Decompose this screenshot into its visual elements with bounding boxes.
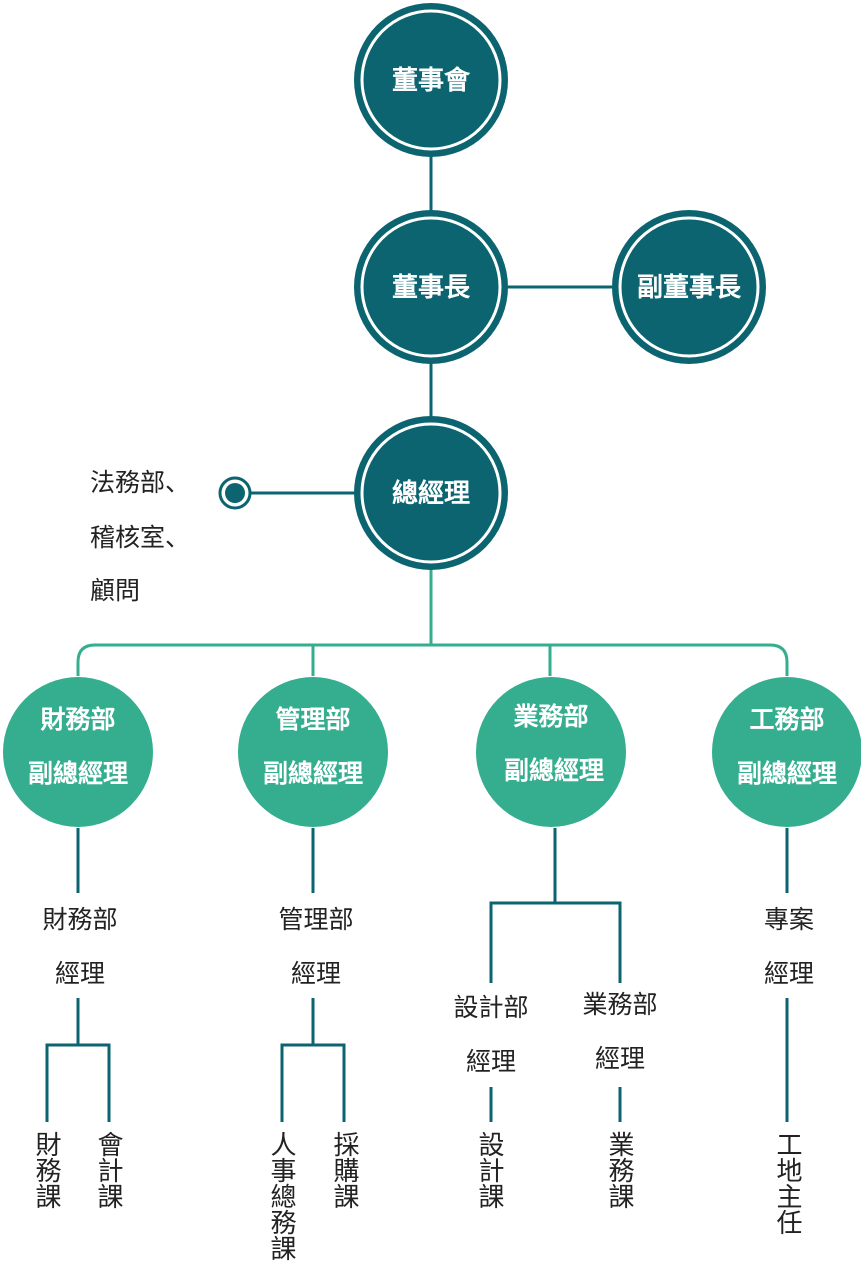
section-design: 設計課 bbox=[474, 1131, 504, 1209]
dept-admin-line1: 管理部 bbox=[275, 705, 350, 734]
dept-sales-line1: 業務部 bbox=[513, 702, 588, 731]
mgr-design-line2: 經理 bbox=[466, 1047, 516, 1076]
dept-engineering-line1: 工務部 bbox=[749, 705, 824, 734]
section-accounting: 會計課 bbox=[93, 1131, 123, 1209]
mgr-sales-line2: 經理 bbox=[595, 1044, 645, 1073]
section-site-supervisor: 工地主任 bbox=[772, 1131, 802, 1235]
connector-admin-sections-right bbox=[313, 1043, 346, 1122]
gm-label: 總經理 bbox=[392, 478, 470, 509]
dept-admin-line2: 副總經理 bbox=[263, 759, 363, 788]
connector-sales-mgrs bbox=[489, 828, 557, 983]
side-label-audit: 稽核室、 bbox=[90, 523, 190, 552]
mgr-finance-line1: 財務部 bbox=[42, 905, 117, 934]
connector-finance-sections-right bbox=[78, 1043, 111, 1122]
chairman-label: 董事長 bbox=[392, 273, 471, 303]
dept-engineering-node: 工務部 副總經理 bbox=[712, 677, 861, 827]
board-node: 董事會 bbox=[354, 3, 508, 157]
section-finance: 財務課 bbox=[31, 1131, 61, 1209]
side-node-dot bbox=[218, 476, 252, 510]
connector-sales-mgr-right bbox=[555, 901, 622, 983]
mgr-project-line2: 經理 bbox=[764, 959, 814, 988]
chairman-node: 董事長 bbox=[354, 210, 508, 364]
vice-chairman-label: 副董事長 bbox=[637, 273, 742, 303]
mgr-admin-line2: 經理 bbox=[291, 959, 341, 988]
gm-node: 總經理 bbox=[354, 416, 508, 570]
vice-chairman-node: 副董事長 bbox=[612, 210, 766, 364]
dept-finance-node: 財務部 副總經理 bbox=[3, 677, 153, 827]
mgr-project-line1: 專案 bbox=[764, 905, 814, 934]
mgr-sales-line1: 業務部 bbox=[582, 990, 657, 1019]
section-purchasing: 採購課 bbox=[329, 1131, 359, 1209]
section-sales: 業務課 bbox=[604, 1131, 634, 1209]
connector-dept-bus bbox=[76, 643, 789, 676]
connector-admin-sections bbox=[280, 998, 315, 1122]
dept-finance-line2: 副總經理 bbox=[28, 759, 128, 788]
side-label-legal: 法務部、 bbox=[90, 468, 190, 497]
dept-engineering-line2: 副總經理 bbox=[737, 759, 837, 788]
dept-admin-node: 管理部 副總經理 bbox=[238, 677, 388, 827]
mgr-design-line1: 設計部 bbox=[453, 993, 528, 1022]
mgr-admin-line1: 管理部 bbox=[278, 905, 353, 934]
board-label: 董事會 bbox=[392, 65, 471, 96]
mgr-finance-line2: 經理 bbox=[55, 959, 105, 988]
dept-finance-line1: 財務部 bbox=[40, 705, 115, 734]
side-label-advisor: 顧問 bbox=[90, 576, 140, 605]
section-hr: 人事總務課 bbox=[266, 1131, 296, 1261]
dept-sales-line2: 副總經理 bbox=[504, 756, 604, 785]
dept-sales-node: 業務部 副總經理 bbox=[476, 677, 626, 827]
connector-finance-sections bbox=[45, 998, 80, 1122]
